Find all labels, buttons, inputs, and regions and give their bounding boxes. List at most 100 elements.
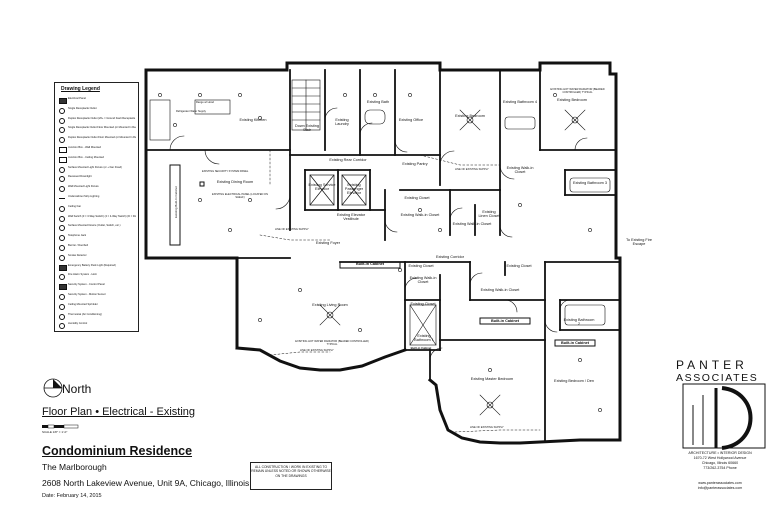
room-label-linen-closet: Existing Linen Closet	[478, 210, 500, 219]
building-name: The Marlborough	[42, 462, 107, 472]
room-label-walkin-closet-2: Existing Walk-in Closet	[400, 213, 440, 217]
room-label-pantry: Existing Pantry	[402, 162, 428, 166]
legend-symbol-icon	[59, 147, 67, 153]
legend-item: Surface Mounted Device (Outlet, Switch, …	[59, 224, 137, 232]
legend-symbol-icon	[59, 107, 65, 114]
room-label-dining: Existing Dining Room	[216, 180, 254, 184]
note-range: Range w/ Hood	[196, 101, 214, 104]
exterior-walls	[144, 61, 622, 445]
legend-symbol-icon	[59, 186, 65, 193]
legend-item: Wall Mounted Light Fixture	[59, 185, 137, 193]
scale-bar	[42, 424, 79, 429]
room-label-bathroom-3: Existing Bathroom 3	[573, 181, 607, 185]
note-security-panel: EXISTING SECURITY SYSTEM PANEL	[202, 170, 249, 173]
legend-symbol-icon	[59, 215, 65, 222]
legend-symbol-icon	[59, 323, 65, 330]
legend-symbol-icon	[59, 225, 65, 232]
legend-item-label: Emergency Battery Pack Light (Required)	[68, 263, 116, 267]
legend-item: Emergency Battery Pack Light (Required)	[59, 264, 137, 271]
legend-item: Ceiling Fan	[59, 205, 137, 212]
legend-symbol-icon	[59, 294, 65, 300]
legend-item-label: Single Receptacle Outlet	[68, 106, 97, 110]
firm-email[interactable]: info@panterassociates.com	[697, 486, 743, 490]
elevators	[309, 174, 367, 206]
note-line-of-supply-2: LINE OF EXISTING SUPPLY	[455, 168, 489, 171]
room-label-stair: Down Existing Stair	[294, 124, 320, 133]
legend-item-label: Smoke Detector	[68, 253, 87, 257]
room-label-walkin-closet-4: Existing Walk-in Closet	[409, 276, 437, 285]
legend-item: Telephone Jack	[59, 234, 137, 242]
legend-item: Recessed Downlight	[59, 175, 137, 183]
room-label-bedroom: Existing Bedroom	[455, 114, 485, 118]
label-builtin-cabinet-4: Built-in Cabinet	[410, 346, 432, 350]
firm-contact: www.panterassociates.com info@panterasso…	[660, 481, 780, 491]
room-label-bathroom-1: Existing Bathroom 1	[414, 334, 434, 343]
legend-item: Thermostat (Air Conditioning)	[59, 313, 137, 320]
legend-item-label: Telephone Jack	[68, 234, 87, 238]
legend-symbol-icon	[59, 303, 65, 310]
door-swings	[169, 107, 588, 361]
legend-item-label: Duplex Receptacle Outlet Floor Mounted (…	[68, 136, 136, 140]
room-label-master-bedroom: Existing Master Bedroom	[470, 377, 514, 381]
device-symbols	[158, 93, 602, 412]
legend-item: Single Receptacle Outlet Floor Mounted (…	[59, 126, 137, 134]
room-label-corridor: Existing Corridor	[435, 255, 465, 259]
north-arrow	[43, 378, 63, 398]
project-address: 2608 North Lakeview Avenue, Unit 9A, Chi…	[42, 478, 250, 488]
room-label-office: Existing Office	[398, 118, 424, 122]
legend-item-label: Security System - Motion Sensor	[68, 293, 106, 296]
legend-symbol-icon	[59, 156, 67, 163]
legend-symbol-icon	[59, 127, 65, 134]
firm-name-line-1: PANTER	[676, 358, 748, 372]
legend-item-label: Recessed Downlight	[68, 175, 92, 179]
firm-website[interactable]: www.panterassociates.com	[698, 481, 742, 485]
legend-item: Buzzer / Doorbell	[59, 244, 137, 251]
note-radiator-2: EXISTING HOT WATER RADIATOR (BEADED CONT…	[550, 88, 605, 94]
legend-item-label: Buzzer / Doorbell	[68, 244, 88, 247]
legend-item-label: Wall Mounted Light Fixture	[68, 185, 99, 189]
room-label-bedroom-2: Existing Bedroom	[557, 98, 587, 102]
legend-item: Duplex Receptacle Outlet Floor Mounted (…	[59, 136, 137, 144]
legend-item-label: Surface Mounted Device (Outlet, Switch, …	[68, 224, 121, 228]
legend-item: Surface Mounted Light Fixture (or + Fan …	[59, 166, 137, 173]
legend-symbol-icon	[59, 98, 67, 104]
legend-item-label: Undercabinet Strip Lighting	[68, 195, 100, 198]
legend-symbol-icon	[59, 137, 65, 144]
supply-lines	[259, 149, 541, 433]
firm-phone: 773/262-3754 Phone	[703, 466, 737, 470]
legend-symbol-icon	[59, 254, 65, 261]
legend-item: Smoke Detector	[59, 254, 137, 261]
legend-item-label: Thermostat (Air Conditioning)	[68, 312, 102, 316]
legend-item: Single Receptacle Outlet	[59, 107, 137, 114]
room-label-rear-corridor: Existing Rear Corridor	[329, 158, 367, 162]
legend-symbol-icon	[59, 176, 65, 183]
room-label-walkin-closet-5: Existing Walk-in Closet	[480, 288, 520, 292]
drawing-title: Floor Plan • Electrical - Existing	[42, 406, 196, 418]
legend-item: Duplex Receptacle Outlet (20+ = Ground F…	[59, 117, 137, 124]
firm-address-1: 1670-72 West Hollywood Avenue	[693, 456, 747, 460]
legend-item-label: Electrical Panel	[68, 97, 86, 100]
scale-label: SCALE 1/8" = 1'-0"	[42, 430, 68, 434]
stair	[291, 79, 321, 131]
legend-symbol-icon	[59, 205, 65, 212]
legend-symbol-icon	[59, 245, 65, 251]
firm-tagline: ARCHITECTURE • INTERIOR DESIGN	[688, 451, 752, 455]
note-line-of-supply-3: LINE OF EXISTING SUPPLY	[300, 349, 334, 352]
legend-symbol-icon	[59, 284, 67, 291]
legend-symbol-icon	[59, 198, 65, 199]
legend-item: Humidity Control	[59, 322, 137, 330]
room-label-service-elevator: Existing Service Elevator	[308, 183, 336, 192]
legend-item-label: Duplex Receptacle Outlet (20+ = Ground F…	[68, 116, 136, 120]
note-line-of-supply-1: LINE OF EXISTING SUPPLY	[275, 228, 309, 231]
legend-item-label: Security System - Control Panel	[68, 283, 105, 287]
legend-item-label: Ceiling Mounted Sprinkler	[68, 302, 98, 306]
room-label-foyer: Existing Foyer	[315, 241, 341, 245]
legend-item: Junction Box - Ceiling Mounted	[59, 156, 137, 163]
room-label-closet-c: Existing Closet	[410, 302, 436, 306]
legend-item-label: Fire Alarm System - Horn	[68, 273, 98, 277]
room-label-passenger-elevator: Existing Passenger Elevator	[344, 183, 364, 196]
legend-item-label: Junction Box - Wall Mounted	[68, 146, 101, 149]
firm-info: ARCHITECTURE • INTERIOR DESIGN 1670-72 W…	[660, 451, 780, 471]
note-radiator-1: EXISTING HOT WATER RADIATOR (BEADED CONT…	[295, 340, 369, 346]
